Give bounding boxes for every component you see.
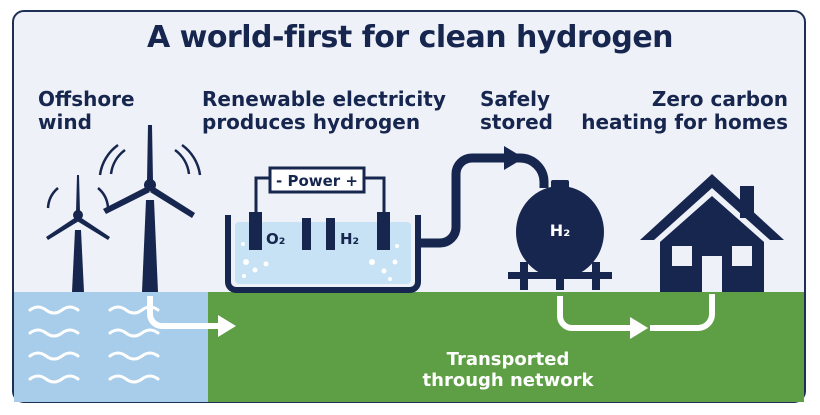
step-transported-label: Transported through network xyxy=(408,349,608,391)
flow-arrow-icon xyxy=(557,294,715,339)
hydrogen-label: H₂ xyxy=(340,230,359,248)
step-offshore-wind-label: Offshore wind xyxy=(38,88,135,134)
label-line: Safely xyxy=(480,87,551,111)
hydrogen-tank-icon xyxy=(508,180,612,290)
label-line: heating for homes xyxy=(581,110,788,134)
wind-turbine-icon xyxy=(98,125,202,292)
electrolysis-tank-icon xyxy=(225,166,421,293)
diagram-title: A world-first for clean hydrogen xyxy=(146,20,674,55)
flow-arrow-icon xyxy=(147,296,236,337)
step-zero-carbon-heating-label: Zero carbon heating for homes xyxy=(580,88,788,134)
tank-label: H₂ xyxy=(550,221,570,240)
label-line: wind xyxy=(38,110,92,134)
label-line: Zero carbon xyxy=(651,87,788,111)
label-line: stored xyxy=(480,110,553,134)
step-renewable-electricity-label: Renewable electricity produces hydrogen xyxy=(202,88,446,134)
land-area xyxy=(208,292,804,402)
label-line: Offshore xyxy=(38,87,135,111)
house-icon xyxy=(640,174,784,292)
step-safely-stored-label: Safely stored xyxy=(480,88,553,134)
flow-arrow-icon xyxy=(418,146,549,248)
label-line: produces hydrogen xyxy=(202,110,421,134)
label-line: Transported xyxy=(446,349,570,370)
oxygen-label: O₂ xyxy=(266,230,285,248)
sea-waves xyxy=(28,305,160,384)
power-label: - Power + xyxy=(276,172,358,190)
label-line: Renewable electricity xyxy=(202,87,446,111)
label-line: through network xyxy=(422,370,594,391)
wind-turbine-icon xyxy=(46,175,110,292)
